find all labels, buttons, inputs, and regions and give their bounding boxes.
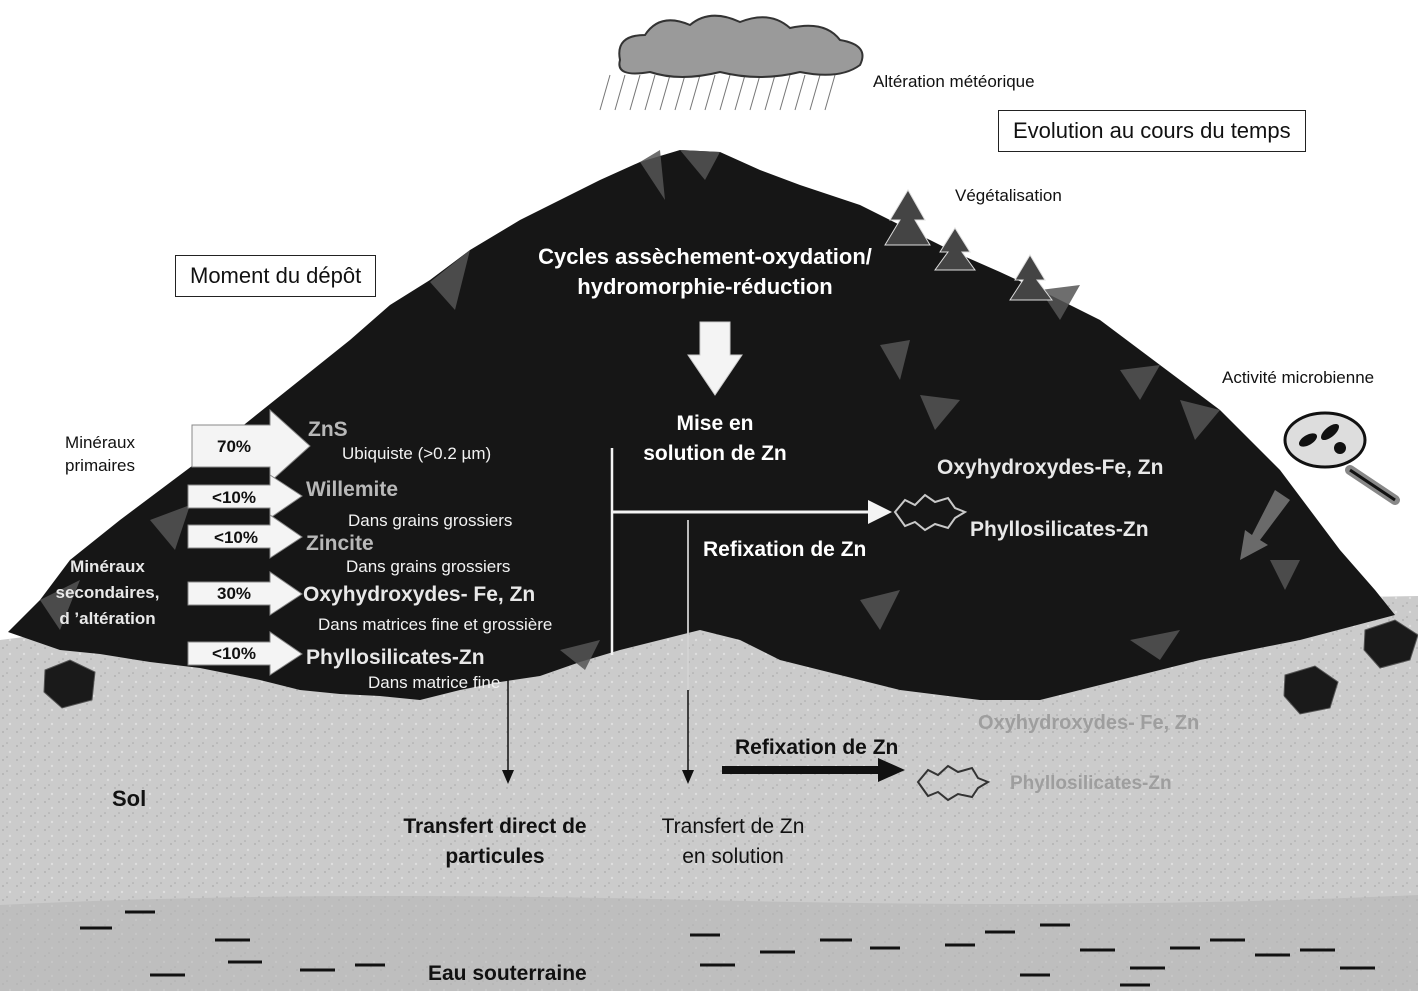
mineral-desc: Ubiquiste (>0.2 µm) — [342, 444, 492, 463]
soil-refix-arrowhead — [878, 758, 905, 782]
mineral-pct: <10% — [212, 488, 256, 507]
cycles-label-1: Cycles assèchement-oxydation/ — [538, 244, 872, 269]
eau-label: Eau souterraine — [428, 962, 587, 985]
heap-facets — [40, 150, 1300, 670]
mineral-name: Phyllosilicates-Zn — [306, 646, 485, 669]
groundwater-zone — [0, 895, 1418, 991]
refix-arrowhead — [868, 500, 892, 524]
mineraux-secondaires-label-2: secondaires, — [55, 583, 160, 602]
mineral-pct: 70% — [216, 437, 252, 456]
mineral-name: ZnS — [308, 418, 348, 441]
magnifier-icon — [1283, 411, 1400, 505]
cycles-label-2: hydromorphie-réduction — [577, 274, 833, 299]
mineraux-primaires-label-1: Minéraux — [65, 433, 135, 452]
soil-refix-arrow-body — [722, 766, 880, 774]
phyllo-soil-label: Phyllosilicates-Zn — [1010, 773, 1172, 794]
mineral-desc: Dans grains grossiers — [346, 557, 511, 576]
starburst-top — [893, 493, 968, 532]
plant-icon — [884, 189, 1053, 301]
transfert-zn-label-2: en solution — [682, 845, 784, 868]
moment-depot-box: Moment du dépôt — [175, 255, 377, 297]
mineraux-secondaires-label-3: d ’altération — [59, 609, 156, 628]
oxy-top-label: Oxyhydroxydes-Fe, Zn — [937, 456, 1164, 479]
rock-right — [1283, 665, 1339, 715]
mineraux-secondaires-label-1: Minéraux — [70, 557, 145, 576]
mineral-pct: <10% — [212, 644, 256, 663]
refix-top-label: Refixation de Zn — [703, 538, 867, 561]
mineral-desc: Dans matrices fine et grossière — [318, 615, 553, 634]
mineral-desc: Dans matrice fine — [368, 673, 501, 692]
mineral-name: Willemite — [306, 478, 398, 501]
tailings-heap — [8, 150, 1395, 700]
activite-label: Activité microbienne — [1222, 368, 1375, 387]
transfert-direct-label-1: Transfert direct de — [403, 815, 587, 838]
starburst-soil — [916, 764, 991, 802]
alteration-label: Altération météorique — [873, 72, 1035, 91]
mineral-pct: <10% — [214, 528, 258, 547]
mineral-desc: Dans grains grossiers — [348, 511, 513, 530]
transfert-zn-label-1: Transfert de Zn — [661, 815, 805, 838]
microbe-arrow — [1240, 490, 1290, 560]
transfert-direct-label-2: particules — [445, 845, 545, 868]
mineral-pct: 30% — [216, 584, 252, 603]
sol-label: Sol — [112, 786, 147, 811]
mineral-name: Oxyhydroxydes- Fe, Zn — [303, 583, 536, 606]
mineraux-primaires-label-2: primaires — [65, 456, 135, 475]
mise-label-1: Mise en — [676, 412, 754, 435]
evolution-box: Evolution au cours du temps — [998, 110, 1306, 152]
groundwater-dashes — [80, 910, 1375, 987]
mineral-arrows — [187, 408, 311, 676]
vegetalisation-label: Végétalisation — [955, 186, 1062, 205]
rock-far-right — [1363, 619, 1418, 669]
rock-left — [43, 659, 96, 709]
down-arrow — [687, 321, 743, 396]
phyllo-top-label: Phyllosilicates-Zn — [970, 518, 1149, 541]
oxy-soil-label: Oxyhydroxydes- Fe, Zn — [978, 712, 1200, 734]
refix-soil-label: Refixation de Zn — [735, 736, 899, 759]
mise-label-2: solution de Zn — [643, 442, 787, 465]
rain-cloud-icon — [599, 14, 864, 111]
soil-layer — [0, 596, 1418, 991]
mineral-name: Zincite — [306, 532, 374, 555]
